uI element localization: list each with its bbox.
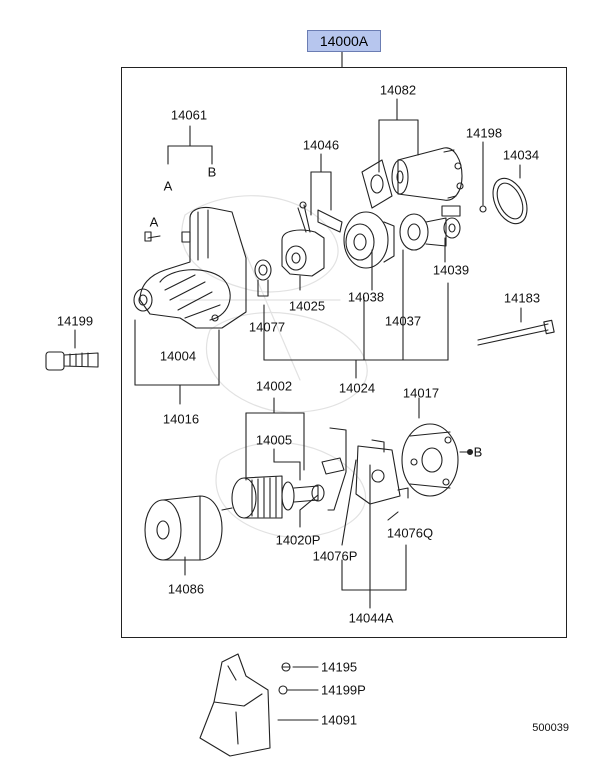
part-label-14038[interactable]: 14038 <box>347 289 385 305</box>
bolt-14199-drawing <box>45 351 99 371</box>
bracket-14024 <box>263 249 449 379</box>
bracket-14016 <box>134 319 220 405</box>
part-label-14198[interactable]: 14198 <box>465 125 503 141</box>
through-bolt-drawing <box>477 319 555 346</box>
bracket-14044A <box>341 459 407 609</box>
bolt-a-drawing <box>144 231 161 242</box>
solenoid-drawing <box>391 147 464 201</box>
part-label-14195[interactable]: 14195 <box>321 659 358 675</box>
assembly-frame <box>121 67 567 638</box>
cover-14034-drawing <box>492 177 528 225</box>
bracket-14002 <box>245 397 305 481</box>
spring-14077-drawing <box>254 259 272 297</box>
drive-pinion-drawing <box>281 201 343 277</box>
bracket-14046 <box>310 153 332 216</box>
diagram-code: 500039 <box>532 722 569 734</box>
part-label-14016[interactable]: 14016 <box>162 411 200 427</box>
bracket-14082 <box>378 98 419 173</box>
part-label-14024[interactable]: 14024 <box>338 380 376 396</box>
screw-b-drawing <box>459 448 474 456</box>
gear-14038-drawing <box>343 211 395 269</box>
watermark-emblem <box>179 195 368 538</box>
part-label-14061[interactable]: 14061 <box>170 107 208 123</box>
sub-label-b: B <box>207 164 217 180</box>
rear-bracket-drawing <box>401 423 459 497</box>
part-label-14076Q[interactable]: 14076Q <box>386 525 434 541</box>
part-label-14020P[interactable]: 14020P <box>275 532 321 548</box>
brush-holder-drawing <box>321 427 409 511</box>
part-label-14086[interactable]: 14086 <box>167 581 205 597</box>
gasket-drawing <box>361 159 393 209</box>
assembly-part-label[interactable]: 14000A <box>307 30 381 52</box>
part-label-14183[interactable]: 14183 <box>503 290 541 306</box>
sub-label-a: A <box>163 178 173 194</box>
part-label-14037[interactable]: 14037 <box>384 313 422 329</box>
part-label-14039[interactable]: 14039 <box>432 262 470 278</box>
part-label-14017[interactable]: 14017 <box>402 385 440 401</box>
part-label-14076P[interactable]: 14076P <box>312 548 358 564</box>
bracket-14061 <box>167 125 213 165</box>
armature-drawing <box>221 475 325 519</box>
front-housing-drawing <box>133 206 247 329</box>
gear-14039-drawing <box>441 205 461 239</box>
part-label-14199P[interactable]: 14199P <box>321 682 366 698</box>
part-label-14082[interactable]: 14082 <box>379 82 417 98</box>
part-label-14025[interactable]: 14025 <box>288 298 326 314</box>
screw-14195-drawing <box>281 662 291 672</box>
mark-label-a: A <box>149 214 159 230</box>
part-label-14034[interactable]: 14034 <box>502 147 540 163</box>
guard-14091-drawing <box>199 653 271 757</box>
part-label-14044A[interactable]: 14044A <box>348 610 394 626</box>
part-label-14091[interactable]: 14091 <box>321 712 358 728</box>
screw-14199P-drawing <box>278 685 294 695</box>
mark-label-b: B <box>473 444 483 460</box>
part-label-14046[interactable]: 14046 <box>302 137 340 153</box>
yoke-drawing <box>144 495 223 561</box>
part-label-14004[interactable]: 14004 <box>159 348 197 364</box>
part-label-14005[interactable]: 14005 <box>255 432 293 448</box>
part-label-14002[interactable]: 14002 <box>255 378 293 394</box>
gear-14037-drawing <box>399 213 447 251</box>
part-label-14199[interactable]: 14199 <box>56 313 94 329</box>
part-label-14077[interactable]: 14077 <box>248 319 286 335</box>
seal-14198-drawing <box>479 205 487 213</box>
